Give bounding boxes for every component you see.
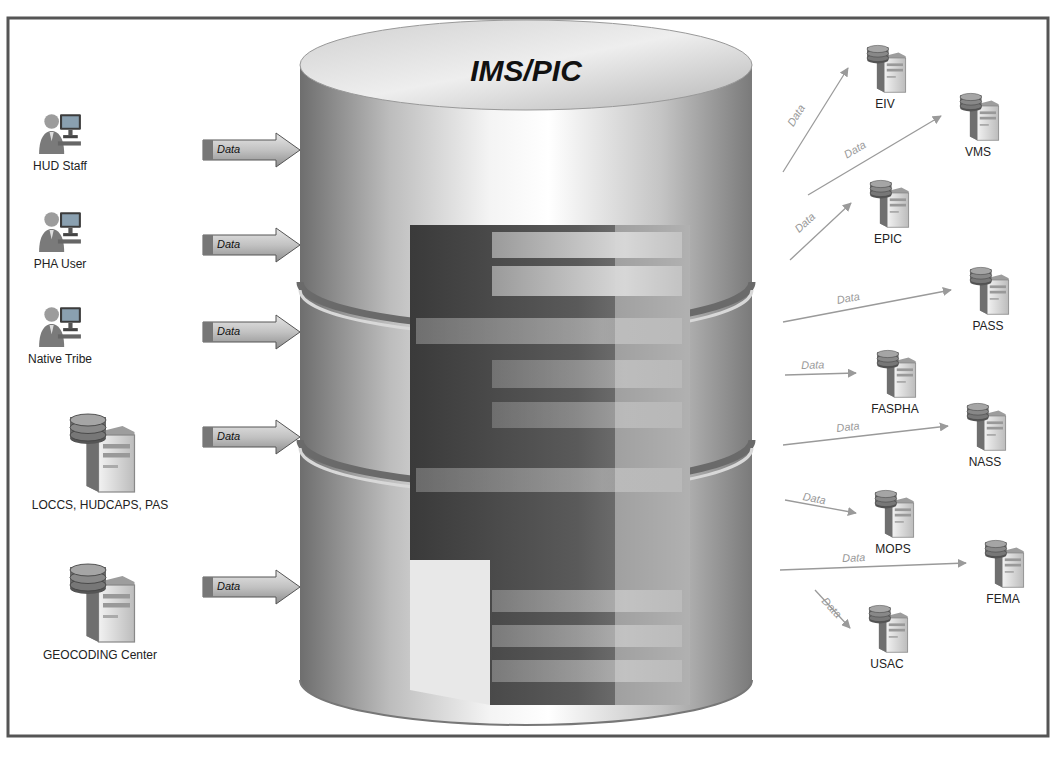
frame — [8, 18, 1048, 736]
server-node: PASS — [953, 262, 1023, 333]
node-label: GEOCODING Center — [43, 648, 157, 662]
server-node: LOCCS, HUDCAPS, PAS — [5, 405, 200, 512]
edge-label: Data — [802, 490, 827, 507]
server-icon — [61, 555, 139, 645]
node-content: PHA User — [0, 208, 150, 271]
data-arrow — [815, 590, 850, 628]
user-node: Native Tribe — [5, 303, 200, 366]
database-title: IMS/PIC — [470, 54, 582, 88]
node-label: FEMA — [986, 592, 1019, 606]
data-arrow — [783, 426, 948, 445]
edge-label: Data — [842, 551, 866, 565]
edge-label: Data — [217, 430, 240, 443]
edge-label: Data — [217, 238, 240, 251]
edge-label: Data — [217, 143, 240, 156]
node-content: LOCCS, HUDCAPS, PAS — [10, 405, 190, 512]
edge-label: Data — [836, 420, 861, 436]
node-label: NASS — [969, 455, 1002, 469]
server-node: USAC — [852, 600, 922, 671]
server-icon — [864, 600, 910, 654]
block-arrow — [203, 570, 300, 604]
server-node: EIV — [850, 40, 920, 111]
node-content: GEOCODING Center — [10, 555, 190, 662]
node-label: EPIC — [874, 232, 902, 246]
node-label: EIV — [875, 97, 894, 111]
server-icon — [962, 398, 1008, 452]
server-icon — [862, 40, 908, 94]
user-icon — [37, 110, 83, 156]
edge-label: Data — [217, 325, 240, 338]
node-content: Native Tribe — [0, 303, 150, 366]
user-icon — [37, 208, 83, 254]
node-label: PHA User — [34, 257, 87, 271]
server-node: EPIC — [853, 175, 923, 246]
block-arrow — [203, 228, 300, 262]
node-label: FASPHA — [871, 402, 918, 416]
edge-label: Data — [819, 595, 844, 621]
node-label: MOPS — [875, 542, 910, 556]
arrow-tail — [203, 235, 213, 255]
server-icon — [61, 405, 139, 495]
block-arrow — [203, 420, 300, 454]
node-label: Native Tribe — [28, 352, 92, 366]
database-cylinder-node: IMS/PIC — [300, 20, 752, 725]
arrow-tail — [203, 577, 213, 597]
edge-label: Data — [793, 210, 819, 235]
data-arrow — [790, 203, 851, 260]
server-icon — [872, 345, 918, 399]
server-node: FASPHA — [858, 345, 932, 416]
server-icon — [870, 485, 916, 539]
database-cylinder — [300, 20, 752, 725]
node-label: PASS — [972, 319, 1003, 333]
server-node: GEOCODING Center — [5, 555, 200, 662]
user-icon — [37, 303, 83, 349]
edge-label: Data — [836, 290, 861, 307]
data-arrow — [783, 68, 848, 172]
server-icon — [965, 262, 1011, 316]
user-node: PHA User — [5, 208, 200, 271]
node-label: VMS — [965, 145, 991, 159]
server-icon — [980, 535, 1026, 589]
edge-label: Data — [801, 359, 825, 373]
data-arrow — [783, 290, 951, 322]
node-content: HUD Staff — [0, 110, 150, 173]
arrow-tail — [203, 322, 213, 342]
data-arrow — [780, 563, 966, 570]
data-arrow — [785, 373, 856, 375]
block-arrow — [203, 133, 300, 167]
block-arrow — [203, 315, 300, 349]
arrow-tail — [203, 140, 213, 160]
server-icon — [955, 88, 1001, 142]
server-node: FEMA — [968, 535, 1038, 606]
arrow-tail — [203, 427, 213, 447]
node-label: LOCCS, HUDCAPS, PAS — [32, 498, 168, 512]
edge-label: Data — [785, 103, 808, 130]
user-node: HUD Staff — [5, 110, 200, 173]
server-node: NASS — [950, 398, 1020, 469]
server-node: VMS — [943, 88, 1013, 159]
node-label: HUD Staff — [33, 159, 87, 173]
edge-label: Data — [842, 139, 869, 162]
server-icon — [865, 175, 911, 229]
node-label: USAC — [870, 657, 903, 671]
edge-label: Data — [217, 580, 240, 593]
server-node: MOPS — [858, 485, 928, 556]
